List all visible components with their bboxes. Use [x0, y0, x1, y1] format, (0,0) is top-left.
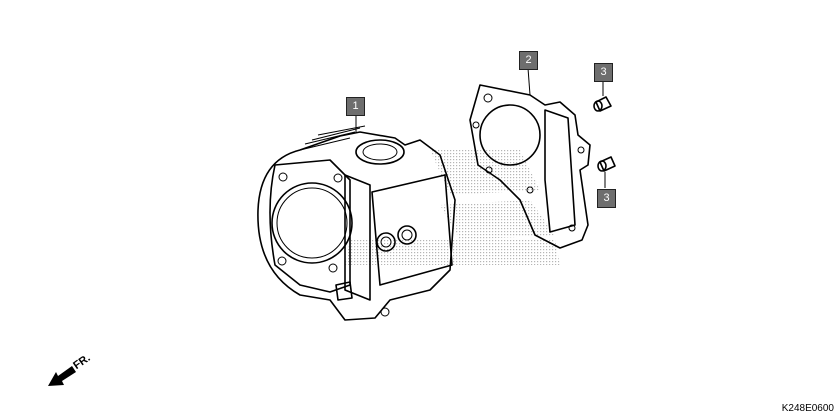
cylinder-part: [257, 125, 456, 321]
callout-2[interactable]: 2: [519, 51, 538, 70]
cylinder-gasket-part: [469, 84, 591, 249]
honda-watermark: [345, 150, 560, 265]
front-direction-arrow-icon: [48, 366, 76, 386]
dowel-pin-top: [593, 96, 612, 112]
callout-3-top[interactable]: 3: [594, 63, 613, 82]
dowel-pin-bottom: [597, 156, 616, 172]
callout-1[interactable]: 1: [346, 97, 365, 116]
callout-3-bottom[interactable]: 3: [597, 189, 616, 208]
figure-code: K248E0600: [781, 403, 834, 414]
leader-lines: [355, 67, 606, 188]
